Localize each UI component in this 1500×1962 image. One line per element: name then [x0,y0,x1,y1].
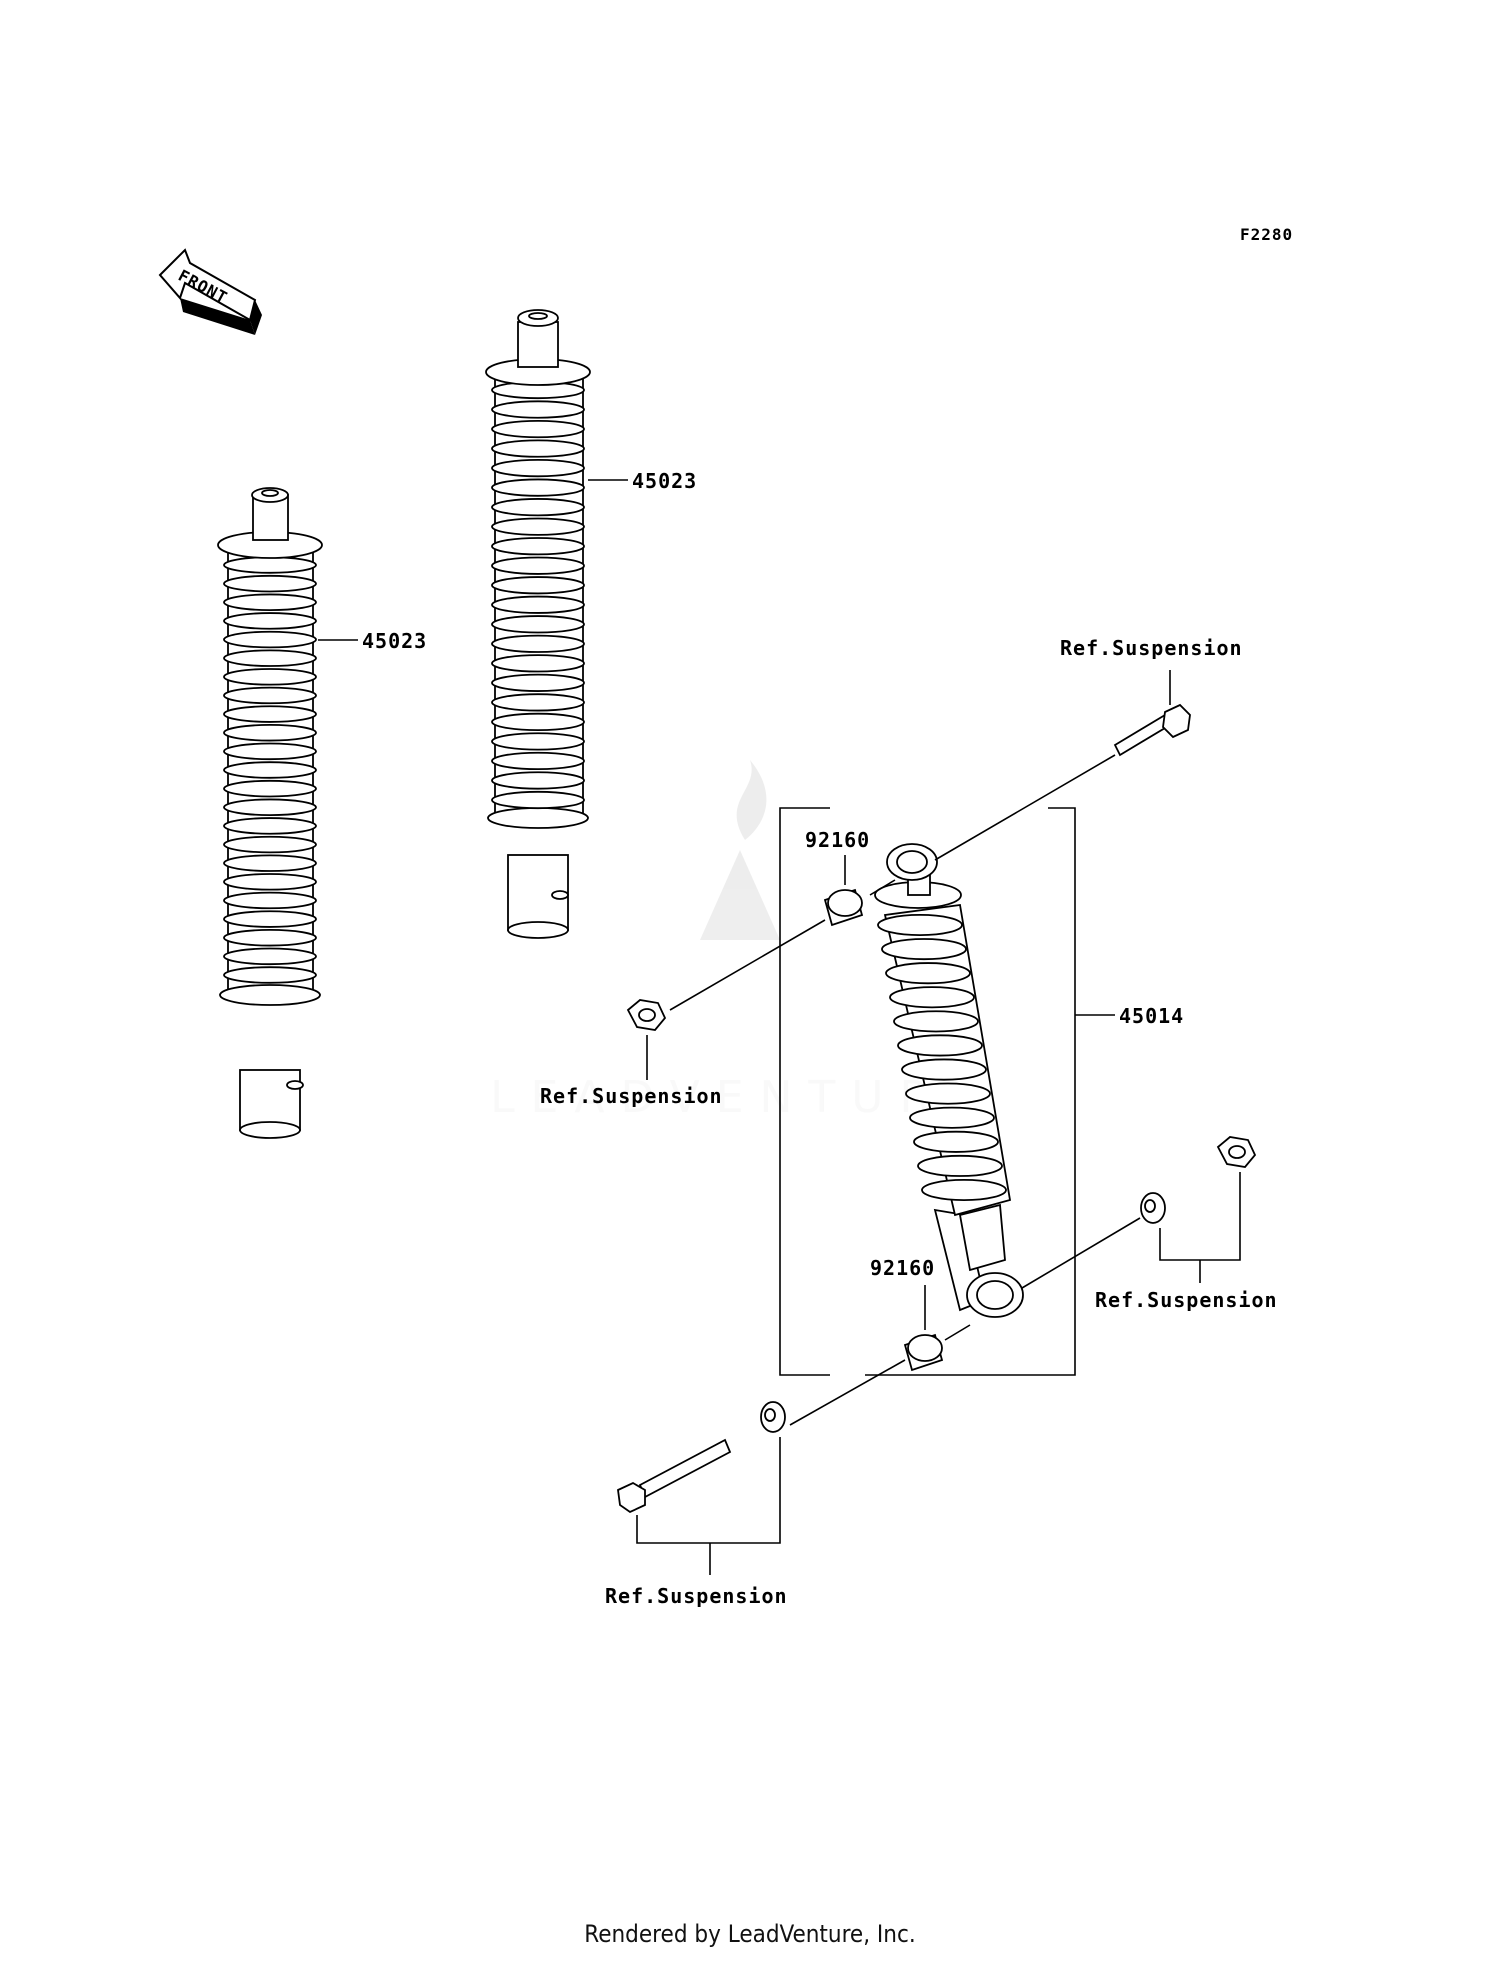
label-shock-middle: 45023 [632,469,697,493]
spring-coil [491,712,585,732]
footer-credit: Rendered by LeadVenture, Inc. [584,1920,916,1948]
label-bushing-bottom: 92160 [870,1256,935,1280]
spring-coil [491,771,585,790]
spring-coil [491,556,585,575]
bracket-right [865,807,1076,1376]
label-ref-bottom-right: Ref.Suspension [1095,1288,1278,1312]
spring-coil [491,654,585,673]
label-shock-left: 45023 [362,629,427,653]
label-ref-top-bolt: Ref.Suspension [1060,636,1243,660]
spring-coil [913,1130,999,1153]
spring-coil [491,790,585,810]
label-ref-top-nut: Ref.Suspension [540,1084,723,1108]
spring-coil [877,913,963,937]
label-bushing-top: 92160 [805,828,870,852]
spring-coil [491,693,585,712]
bolt-top [1113,703,1191,757]
bushing-top [823,888,864,927]
watermark-text: LEADVENTURE [490,1072,990,1123]
spring-coil [491,419,585,439]
spring-coil [223,798,317,816]
spring-coil [223,779,317,798]
bracket-left [779,807,830,1376]
spring-coil [223,556,317,574]
shock-spring-middle [485,309,591,939]
spring-coil [905,1082,991,1105]
spring-coil [223,705,317,723]
spring-coil [491,458,585,478]
spring-coil [223,873,317,891]
spring-coil [921,1178,1007,1202]
spring-coil [223,910,317,928]
washer-bottom-left [760,1401,786,1433]
spring-coil [917,1154,1003,1177]
spring-coil [491,439,585,458]
spring-coil [491,595,585,614]
spring-coil [897,1034,983,1057]
label-ref-bottom-left: Ref.Suspension [605,1584,788,1608]
spring-coil [223,761,317,779]
spring-coil [223,630,317,649]
spring-coil [223,966,317,984]
spring-coil [901,1058,987,1081]
spring-coil [491,732,585,751]
spring-coil [223,817,317,835]
spring-coil [491,478,585,497]
spring-coil [223,854,317,872]
leader-bracket [636,1437,781,1544]
nut-top [626,999,667,1031]
spring-coil [223,574,317,593]
bushing-bottom [903,1333,944,1372]
spring-coil [223,929,317,947]
spring-coil [223,686,317,705]
diagram-id: F2280 [1240,225,1293,244]
leader-line [934,754,1116,861]
leader-line [1021,1217,1141,1289]
spring-coil [885,962,971,985]
spring-coil [491,498,585,517]
bolt-bottom [617,1438,732,1514]
spring-coil [223,668,317,686]
spring-coil [491,537,585,556]
leader-line [669,919,826,1011]
washer-right [1140,1192,1166,1224]
spring-coil [223,593,317,611]
leader-line [944,1324,971,1341]
spring-coil [893,1010,979,1033]
spring-coil [223,724,317,742]
spring-coil [491,634,585,653]
spring-coil [223,835,317,854]
front-arrow-icon: FRONT [158,248,262,335]
nut-right [1216,1136,1257,1168]
spring-coil [223,947,317,966]
spring-coil [223,891,317,910]
spring-coil [223,612,317,630]
leader-line [789,1359,906,1426]
spring-coil [223,742,317,761]
label-shock-assembly: 45014 [1119,1004,1184,1028]
spring-coil [491,400,585,419]
spring-coil [491,751,585,771]
spring-coil [491,576,585,595]
spring-coil [909,1106,995,1129]
spring-coil [491,517,585,536]
leader-bracket [1159,1172,1241,1261]
leader-line [869,879,896,896]
shock-absorber-assembly [874,843,1024,1318]
spring-coil [491,615,585,634]
spring-coil [881,938,967,961]
shock-spring-left [217,487,323,1139]
spring-coil [491,673,585,692]
leadventure-watermark: LEADVENTURE [490,760,990,1123]
spring-coil [889,986,975,1009]
spring-coil [223,649,317,667]
